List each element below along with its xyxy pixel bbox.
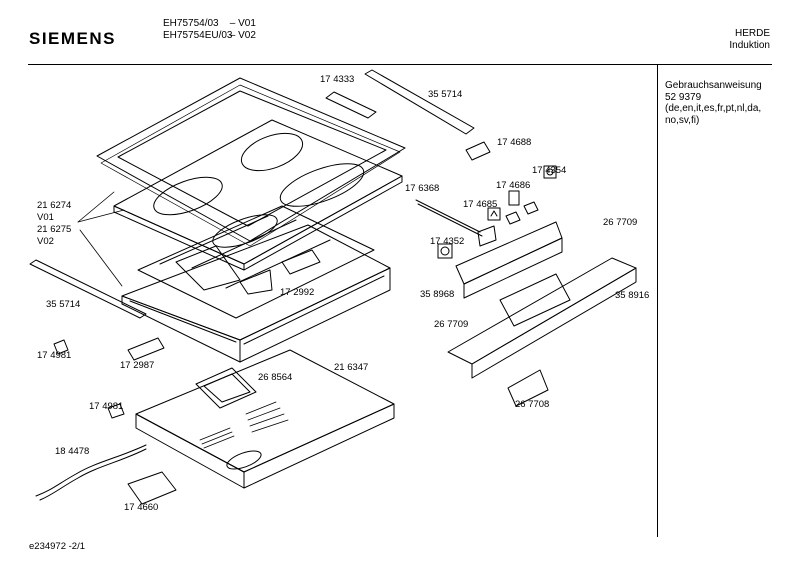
small-components: [415, 141, 557, 259]
part-label-267709: 26 7709: [603, 217, 638, 228]
part-label-216347: 21 6347: [334, 362, 369, 373]
part-label-174981-b: 17 4981: [89, 401, 124, 412]
part-label-267709-b: 26 7709: [434, 319, 469, 330]
sidebar-line: no,sv,fi): [665, 114, 700, 126]
part-label-174981: 17 4981: [37, 350, 72, 361]
document-id: e234972 -2/1: [29, 541, 85, 552]
part-label-174333: 17 4333: [320, 74, 355, 85]
seal-strips: [29, 69, 475, 319]
power-cable-2: [39, 448, 147, 501]
leader-lines: [77, 191, 125, 287]
housing-frame: [121, 224, 391, 363]
sidebar-line: (de,en,it,es,fr,pt,nl,da,: [665, 103, 762, 114]
part-label-268564: 26 8564: [258, 372, 293, 383]
part-label-176368: 17 6368: [405, 183, 440, 194]
part-label-174685: 17 4685: [463, 199, 498, 210]
part-label-358916: 35 8916: [615, 290, 650, 301]
part-label-184478: 18 4478: [55, 446, 90, 457]
model-list: EH75754/03 – V01 EH75754EU/03 – V02: [163, 18, 256, 42]
model-row-2: EH75754EU/03 – V02: [163, 30, 256, 42]
control-module: [447, 221, 637, 407]
brackets: [53, 249, 321, 419]
sidebar-line: Gebrauchsanweisung: [665, 80, 762, 91]
part-label-267708: 26 7708: [515, 399, 550, 410]
glass-ceramic-plate: [113, 119, 403, 271]
category-block: HERDE Induktion: [729, 28, 770, 52]
variant-label-v02: V02: [37, 236, 54, 247]
power-cable: [35, 444, 147, 497]
model-variant: – V01: [229, 18, 256, 29]
cooktop-frame: [96, 77, 406, 247]
model-row-1: EH75754/03 – V01: [163, 18, 256, 30]
base-tray: [135, 349, 395, 489]
part-label-172992: 17 2992: [280, 287, 315, 298]
model-variant: – V02: [229, 30, 256, 41]
part-label-174686: 17 4686: [496, 180, 531, 191]
part-label-174354: 17 4354: [532, 165, 567, 176]
subcategory: Induktion: [729, 40, 770, 51]
category: HERDE: [734, 28, 770, 39]
sidebar-divider: [657, 65, 658, 537]
part-label-172987: 17 2987: [120, 360, 155, 371]
part-label-358968: 35 8968: [420, 289, 455, 300]
brand-logo: SIEMENS: [29, 29, 117, 48]
part-label-216275: 21 6275: [37, 224, 72, 235]
sidebar-line: 52 9379: [665, 91, 702, 103]
coil-carrier: [137, 205, 375, 319]
part-label-216274: 21 6274: [37, 200, 72, 211]
small-pcb: [127, 471, 177, 505]
model-code: EH75754EU/03: [163, 30, 233, 41]
part-label-174352: 17 4352: [430, 236, 465, 247]
part-label-355714: 35 5714: [428, 89, 463, 100]
part-label-355714-b: 35 5714: [46, 299, 81, 310]
sidebar-docs: Gebrauchsanweisung 52 9379 (de,en,it,es,…: [665, 80, 762, 126]
part-label-174688: 17 4688: [497, 137, 532, 148]
variant-label-v01: V01: [37, 212, 54, 223]
part-label-174660: 17 4660: [124, 502, 159, 513]
model-code: EH75754/03: [163, 18, 219, 29]
header-divider: [28, 64, 772, 65]
